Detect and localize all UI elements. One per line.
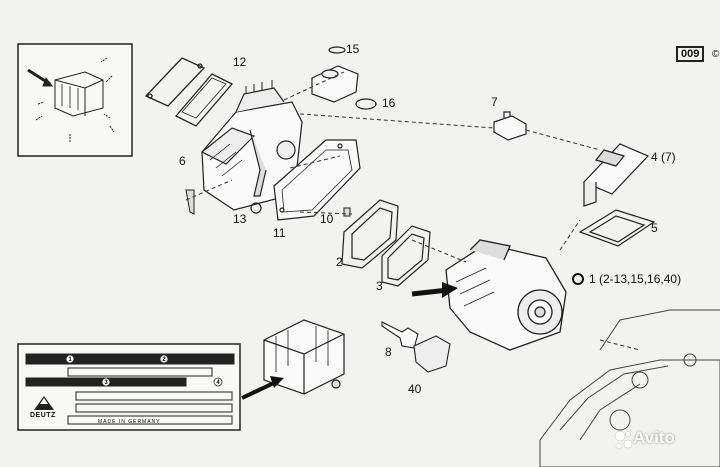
page-code-suffix: © [712,49,720,60]
part-label-16: 16 [382,96,396,110]
marker-circle [572,273,584,285]
part-40 [413,335,451,373]
screw-part [185,189,195,215]
plate-number-2: 2 [162,357,166,363]
injection-pump-6 [200,80,303,211]
pointer-arrowhead [442,282,458,298]
part-label-7: 7 [491,95,498,109]
part-label-13: 13 [233,212,247,226]
plate-number-4: 4 [216,380,220,386]
model-arrow [241,380,277,400]
page-code-box: 009 [676,46,705,62]
part-label-1: 1 (2-13,15,16,40) [589,272,682,286]
engine-model-bottom [263,319,345,395]
plate-number-1: 1 [68,357,72,363]
deutz-logo [34,396,54,410]
pump-assembly-1 [445,239,567,351]
watermark-text: Avito [633,428,675,447]
part-label-3: 3 [376,279,383,293]
part-label-11: 11 [273,226,286,240]
part-label-15: 15 [346,42,360,56]
plate-number-3: 3 [104,380,108,386]
bracket-7 [493,111,527,141]
part-label-4: 4 (7) [651,150,676,164]
plate-number-markers [65,354,223,387]
leader-lines [185,71,641,351]
thermostat-part-15 [311,46,377,110]
part-label-10: 10 [320,212,334,226]
engine-view-box [17,43,133,157]
plate-number-text: 1 2 3 4 [68,357,220,386]
part-label-5: 5 [651,221,658,235]
part-label-6: 6 [179,154,186,168]
made-in-text: MADE IN GERMANY [98,419,161,425]
gasket-5 [578,209,656,247]
gasket-2 [341,199,399,269]
part-label-40: 40 [408,382,422,396]
bolt-10 [343,207,351,217]
gasket-12 [144,57,234,127]
washer-13 [250,202,262,214]
brand-text: DEUTZ [30,412,56,419]
model-arrowhead [270,376,284,388]
avito-logo-icon [614,430,633,450]
part-label-12: 12 [233,55,247,69]
cover-11 [273,139,361,221]
gasket-3 [381,225,431,287]
part-label-8: 8 [385,345,392,359]
part-label-2: 2 [336,255,343,269]
engine-block [539,309,720,467]
bracket-4 [582,143,650,207]
